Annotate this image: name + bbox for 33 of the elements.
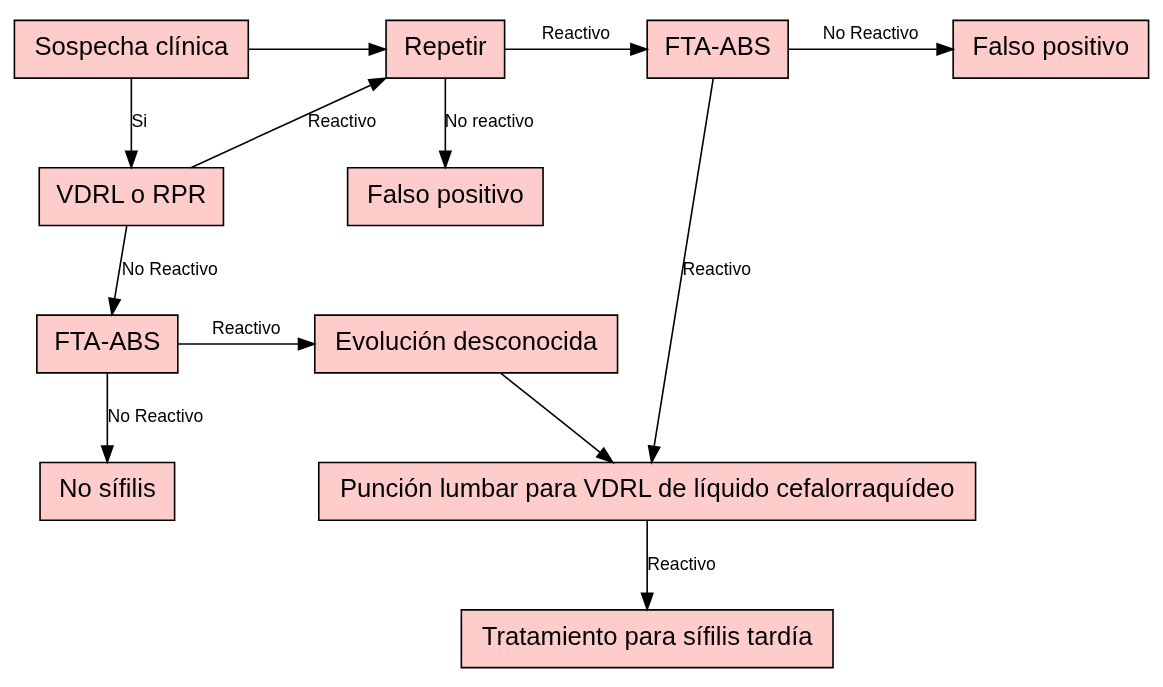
arrow (438, 77, 453, 170)
arrow (190, 76, 388, 168)
node-box: Repetir (385, 19, 506, 79)
node-box: FTA-ABS (646, 19, 789, 79)
edge-label: No Reactivo (822, 22, 919, 43)
arrow (499, 371, 615, 464)
edge-label: Reactivo (212, 317, 281, 338)
node-box: Evolución desconocida (313, 313, 619, 374)
edge-label: Reactivo (307, 110, 377, 131)
edge-label: Reactivo (647, 553, 716, 574)
node-box: Sospecha clínica (13, 19, 250, 79)
arrow (640, 519, 654, 612)
arrow (100, 372, 115, 464)
edge-label: No Reactivo (107, 405, 204, 426)
edge-label: No Reactivo (121, 258, 218, 279)
arrow (787, 42, 956, 56)
edge-label: No reactivo (444, 110, 534, 131)
arrow (504, 42, 650, 56)
node-box: Tratamiento para sífilis tardía (460, 608, 834, 668)
node-box: Falso positivo (346, 166, 544, 226)
arrow (177, 336, 317, 351)
arrow (108, 224, 128, 317)
node-box: Punción lumbar para VDRL de líquido cefalorraquídeo (317, 461, 977, 521)
node-box: FTA-ABS (36, 313, 179, 374)
arrow (247, 42, 388, 56)
node-box: No sífilis (39, 461, 176, 521)
arrow (647, 77, 715, 465)
edge-label: Si (131, 110, 148, 131)
node-box: Falso positivo (952, 19, 1150, 79)
edge-label: Reactivo (541, 22, 611, 43)
edge-label: Reactivo (682, 258, 752, 279)
node-box: VDRL o RPR (38, 166, 225, 226)
arrow (124, 77, 139, 170)
